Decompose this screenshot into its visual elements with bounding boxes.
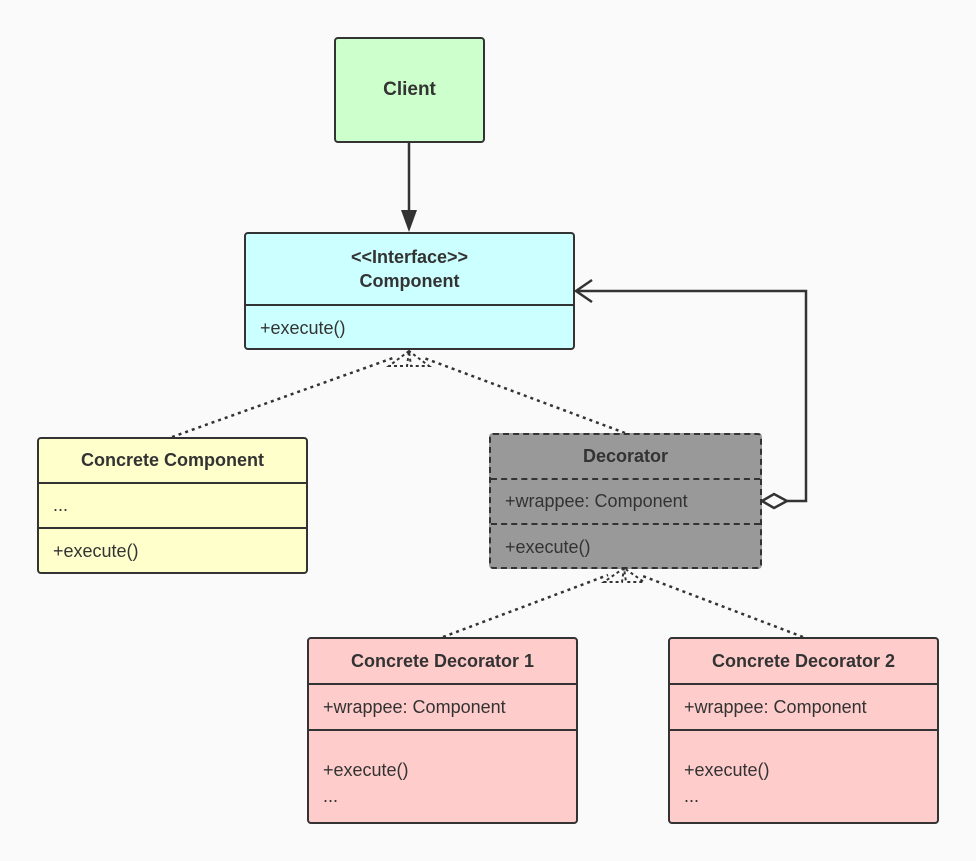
concrete-component-box: Concrete Component ... +execute() [37, 437, 308, 574]
concrete-decorator-1-field: +wrappee: Component [323, 696, 506, 717]
concrete-decorator-1-header: Concrete Decorator 1 [309, 639, 576, 685]
decorator-aggregation-line [578, 289, 808, 503]
concrete-component-realization-line [171, 356, 394, 439]
concrete-decorator-1-fields: +wrappee: Component [309, 685, 576, 731]
aggregation-arrowhead [573, 278, 593, 304]
concrete-component-header: Concrete Component [39, 439, 306, 484]
concrete-decorator-2-methods: +execute() ... [670, 731, 937, 821]
concrete-decorator-2-method: +execute() [684, 760, 770, 780]
concrete-decorator-2-box: Concrete Decorator 2 +wrappee: Component… [668, 637, 939, 824]
decorator-methods: +execute() [491, 525, 760, 570]
component-realization-arrowhead [386, 349, 432, 367]
concrete-decorator-1-box: Concrete Decorator 1 +wrappee: Component… [307, 637, 578, 824]
component-stereotype: <<Interface>> [350, 247, 469, 267]
aggregation-diamond [759, 492, 790, 510]
decorator-field: +wrappee: Component [505, 491, 688, 511]
concrete-component-title: Concrete Component [80, 450, 264, 470]
decorator-fields: +wrappee: Component [491, 480, 760, 525]
component-method: +execute() [260, 317, 346, 338]
client-to-component-arrowhead [401, 210, 417, 232]
concrete-decorator-2-more: ... [684, 786, 700, 806]
concrete-decorator-1-title: Concrete Decorator 1 [350, 650, 535, 671]
concrete-decorator-2-field: +wrappee: Component [684, 696, 867, 717]
client-title: Client [383, 79, 436, 100]
client-box: Client [334, 37, 485, 143]
decorator-method: +execute() [505, 537, 591, 557]
concrete-decorator-1-realization-line [442, 573, 609, 639]
concrete-decorator-1-methods: +execute() ... [309, 731, 576, 821]
component-interface-box: <<Interface>> Component +execute() [244, 232, 575, 350]
concrete-decorator-1-method: +execute() [323, 760, 409, 780]
concrete-component-method: +execute() [53, 541, 139, 561]
concrete-decorator-2-realization-line [639, 573, 804, 639]
concrete-decorator-2-title: Concrete Decorator 2 [711, 650, 896, 671]
concrete-component-field: ... [53, 495, 69, 515]
concrete-decorator-2-fields: +wrappee: Component [670, 685, 937, 731]
decorator-header: Decorator [491, 435, 760, 480]
decorator-box: Decorator +wrappee: Component +execute() [489, 433, 762, 569]
component-title: Component [359, 271, 460, 291]
concrete-decorator-2-header: Concrete Decorator 2 [670, 639, 937, 685]
decorator-realization-line [423, 356, 626, 435]
component-header: <<Interface>> Component [246, 234, 573, 306]
component-methods: +execute() [246, 306, 573, 350]
concrete-component-methods: +execute() [39, 529, 306, 574]
concrete-component-fields: ... [39, 484, 306, 529]
concrete-decorator-1-more: ... [323, 786, 339, 806]
decorator-title: Decorator [582, 446, 669, 466]
decorator-realization-arrowhead [600, 566, 648, 583]
